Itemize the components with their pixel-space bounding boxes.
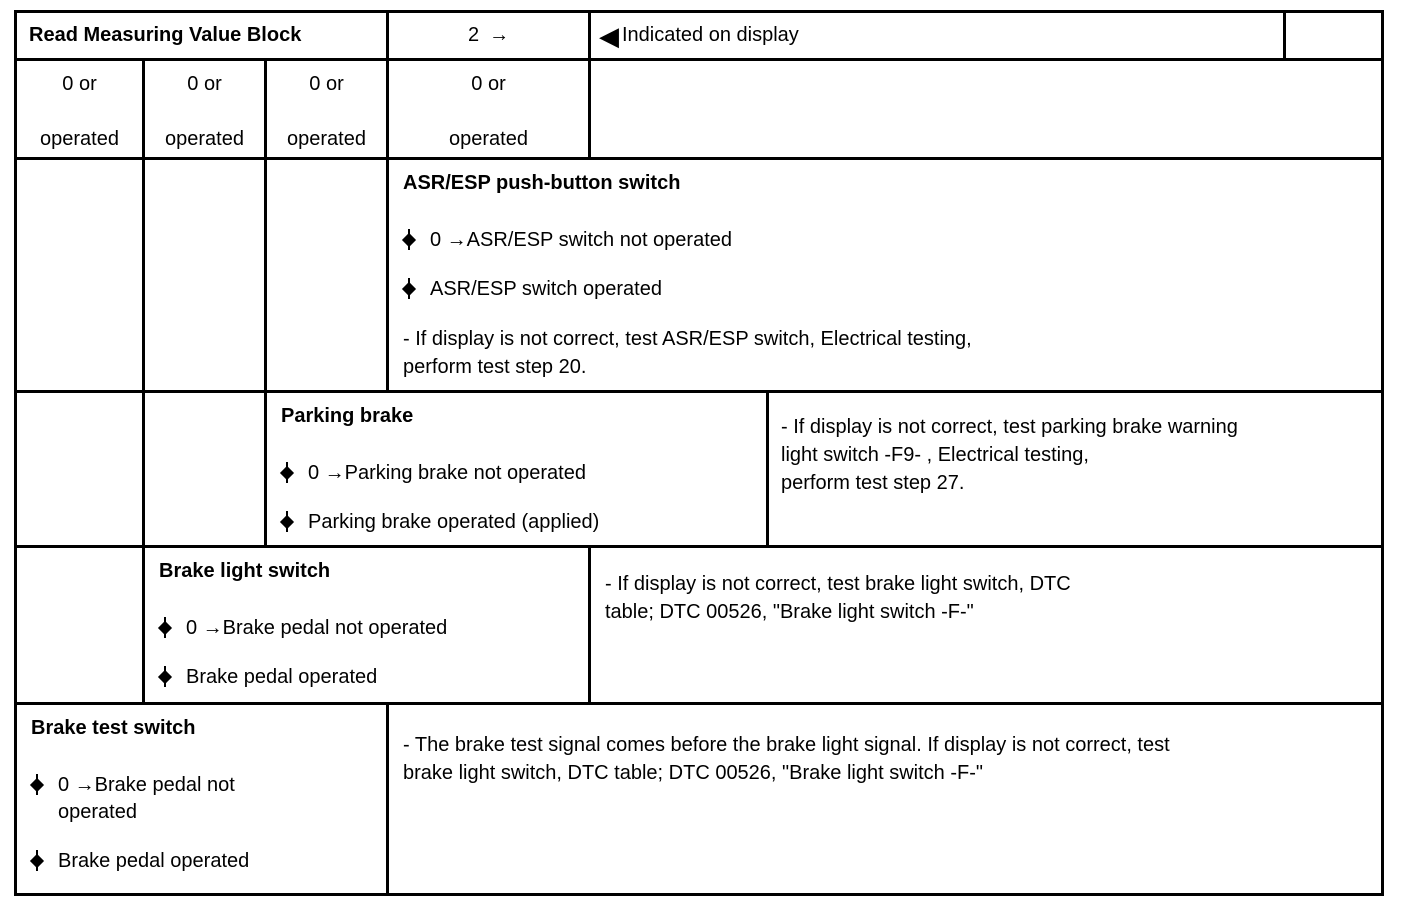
diamond-bullet-icon bbox=[159, 666, 171, 687]
bullet-label: 0 →Brake pedal not operated bbox=[186, 617, 448, 639]
parking-brake-note-cell: - If display is not correct, test parkin… bbox=[769, 393, 1381, 548]
brake-test-switch-section-cell: Brake test switch 0 →Brake pedal not ope… bbox=[17, 705, 389, 893]
parking-brake-section-cell: Parking brake 0 →Parking brake not opera… bbox=[267, 393, 769, 548]
diamond-bullet-icon bbox=[159, 617, 171, 638]
diamond-bullet-icon bbox=[403, 278, 415, 299]
block-number-cell: 2 → bbox=[389, 13, 591, 61]
value-bottom: operated bbox=[287, 128, 366, 150]
diamond-bullet-icon bbox=[31, 850, 43, 871]
value-cell-2: 0 or operated bbox=[145, 61, 267, 160]
value-bottom: operated bbox=[449, 128, 528, 150]
left-triangle-icon: ◀ bbox=[599, 20, 619, 51]
header-empty-cell bbox=[1286, 13, 1381, 61]
bullet-label: 0 →Brake pedal not operated bbox=[58, 774, 235, 823]
bullet-item: Brake pedal operated bbox=[159, 664, 574, 691]
section-title: Brake test switch bbox=[31, 717, 196, 739]
value-top: 0 or bbox=[309, 73, 344, 95]
empty-cell bbox=[145, 393, 267, 548]
empty-cell bbox=[17, 160, 145, 393]
table-title: Read Measuring Value Block bbox=[29, 24, 302, 46]
bullet-item: ASR/ESP switch operated bbox=[403, 276, 1367, 303]
bullet-item: 0 →ASR/ESP switch not operated bbox=[403, 227, 1367, 254]
diamond-bullet-icon bbox=[281, 511, 293, 532]
right-arrow-icon: → bbox=[489, 24, 510, 46]
measuring-value-block-table: Read Measuring Value Block 2 → ◀ Indicat… bbox=[14, 10, 1384, 896]
bullet-item: 0 →Parking brake not operated bbox=[281, 460, 752, 487]
header-title-cell: Read Measuring Value Block bbox=[17, 13, 389, 61]
brake-test-note-cell: - The brake test signal comes before the… bbox=[403, 734, 1170, 784]
section-title: Brake light switch bbox=[159, 560, 331, 582]
value-cell-3: 0 or operated bbox=[267, 61, 389, 160]
diamond-bullet-icon bbox=[403, 229, 415, 250]
empty-cell bbox=[145, 160, 267, 393]
bullet-label: Parking brake operated (applied) bbox=[308, 511, 600, 533]
indicated-on-display-cell: ◀ Indicated on display bbox=[591, 13, 1286, 61]
value-top: 0 or bbox=[62, 73, 97, 95]
bullet-label: Brake pedal operated bbox=[58, 850, 250, 872]
bullet-item: 0 →Brake pedal not operated bbox=[159, 615, 574, 642]
brake-light-note-cell: - If display is not correct, test brake … bbox=[591, 548, 1381, 705]
section-title: ASR/ESP push-button switch bbox=[403, 172, 681, 194]
value-cell-4: 0 or operated bbox=[389, 61, 591, 160]
bullet-item: Brake pedal operated bbox=[31, 848, 372, 875]
bullet-label: ASR/ESP switch operated bbox=[430, 278, 662, 300]
bullet-label: 0 →Parking brake not operated bbox=[308, 462, 586, 484]
value-top: 0 or bbox=[187, 73, 222, 95]
value-bottom: operated bbox=[40, 128, 119, 150]
indicated-label: Indicated on display bbox=[622, 24, 799, 46]
empty-cell bbox=[17, 393, 145, 548]
empty-cell bbox=[267, 160, 389, 393]
block-number: 2 bbox=[467, 24, 480, 46]
section-title: Parking brake bbox=[281, 405, 414, 427]
bullet-item: 0 →Brake pedal not operated bbox=[31, 772, 372, 826]
value-top: 0 or bbox=[471, 73, 506, 95]
asr-esp-section-cell: ASR/ESP push-button switch 0 →ASR/ESP sw… bbox=[389, 160, 1381, 393]
value-cell-1: 0 or operated bbox=[17, 61, 145, 160]
bullet-item: Parking brake operated (applied) bbox=[281, 509, 752, 536]
section-note: - If display is not correct, test ASR/ES… bbox=[403, 328, 972, 378]
bullet-label: 0 →ASR/ESP switch not operated bbox=[430, 229, 733, 251]
empty-cell bbox=[17, 548, 145, 705]
value-bottom: operated bbox=[165, 128, 244, 150]
brake-light-switch-section-cell: Brake light switch 0 →Brake pedal not op… bbox=[145, 548, 591, 705]
bullet-label: Brake pedal operated bbox=[186, 666, 378, 688]
diamond-bullet-icon bbox=[31, 774, 43, 795]
diamond-bullet-icon bbox=[281, 462, 293, 483]
value-row-empty-cell bbox=[591, 61, 1381, 160]
